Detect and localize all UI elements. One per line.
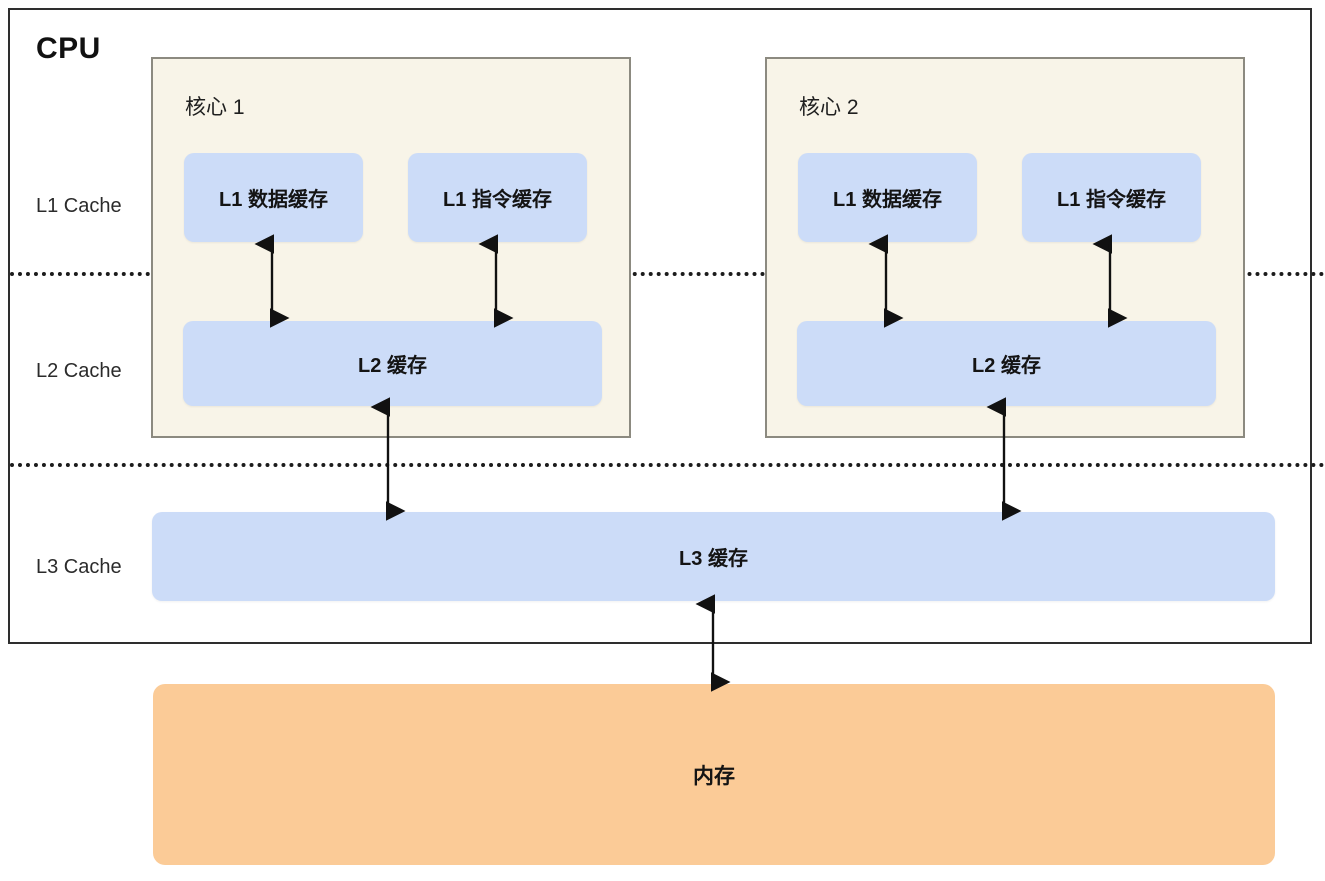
arrow-core1-l2-l3: [370, 397, 406, 521]
level-label-l1: L1 Cache: [36, 195, 122, 217]
core-2-l2-cache[interactable]: L2 缓存: [797, 321, 1216, 406]
separator-l1-l2: [10, 272, 1325, 276]
level-label-l2: L2 Cache: [36, 360, 122, 382]
arrow-core1-l1inst-l2: [478, 234, 514, 328]
core-1-title: 核心 1: [185, 96, 245, 119]
core-2-title: 核心 2: [799, 96, 859, 119]
core-1-container: 核心 1 L1 数据缓存 L1 指令缓存 L2 缓存: [151, 57, 631, 438]
level-label-l3: L3 Cache: [36, 556, 122, 578]
arrow-l3-memory: [695, 594, 731, 692]
core-1-l1-instruction-cache[interactable]: L1 指令缓存: [408, 153, 587, 242]
arrow-core2-l2-l3: [986, 397, 1022, 521]
core-1-l2-cache[interactable]: L2 缓存: [183, 321, 602, 406]
memory-block[interactable]: 内存: [153, 684, 1275, 865]
core-2-l1-instruction-cache[interactable]: L1 指令缓存: [1022, 153, 1201, 242]
core-2-container: 核心 2 L1 数据缓存 L1 指令缓存 L2 缓存: [765, 57, 1245, 438]
arrow-core2-l1inst-l2: [1092, 234, 1128, 328]
l3-cache-block[interactable]: L3 缓存: [152, 512, 1275, 601]
cpu-title: CPU: [36, 32, 101, 65]
separator-l2-l3: [10, 463, 1325, 467]
arrow-core2-l1data-l2: [868, 234, 904, 328]
arrow-core1-l1data-l2: [254, 234, 290, 328]
core-2-l1-data-cache[interactable]: L1 数据缓存: [798, 153, 977, 242]
core-1-l1-data-cache[interactable]: L1 数据缓存: [184, 153, 363, 242]
